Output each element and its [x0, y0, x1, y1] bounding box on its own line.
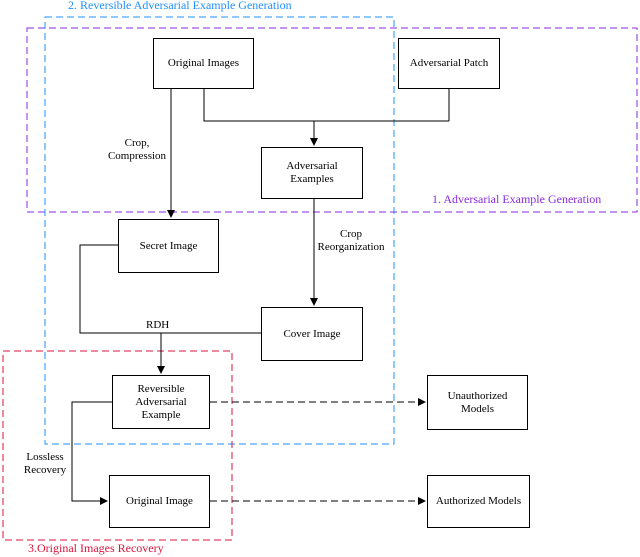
crop-reorganization-label: Crop Reorganization: [316, 228, 386, 254]
unauthorized-models-node: Unauthorized Models: [427, 375, 528, 430]
crop-reorganization-line2: Reorganization: [317, 241, 385, 253]
cover-image-node: Cover Image: [261, 307, 363, 361]
original-image-label: Original Image: [126, 495, 193, 507]
rdh-label: RDH: [146, 319, 170, 331]
region-reversible-generation-title: 2. Reversible Adversarial Example Genera…: [68, 0, 292, 12]
crop-reorganization-line1: Crop: [340, 228, 362, 240]
authorized-models-label: Authorized Models: [435, 495, 522, 507]
crop-compression-label: Crop, Compression: [106, 137, 168, 163]
reversible-adversarial-example-node: Reversible Adversarial Example: [112, 375, 210, 429]
lossless-recovery-line2: Recovery: [23, 464, 67, 476]
region-adversarial-generation-title: 1. Adversarial Example Generation: [432, 192, 602, 206]
edge-original-to-adversarial: [203, 89, 314, 122]
original-images-node: Original Images: [153, 38, 254, 89]
lossless-recovery-label: Lossless Recovery: [20, 451, 70, 477]
region-recovery-title: 3.Original Images Recovery: [28, 541, 164, 555]
authorized-models-node: Authorized Models: [427, 475, 530, 528]
edge-reversible-to-original: [71, 401, 112, 505]
secret-image-label: Secret Image: [139, 239, 198, 252]
edge-secret-to-rdh: [79, 244, 261, 334]
unauthorized-models-label-line2: Models: [461, 402, 494, 415]
cover-image-label: Cover Image: [283, 327, 341, 340]
reversible-adversarial-example-label-line2: Adversarial: [135, 395, 187, 408]
original-images-label: Original Images: [167, 57, 240, 69]
region-reversible-generation-border: [44, 16, 395, 445]
reversible-adversarial-example-label-line1: Reversible: [137, 382, 185, 395]
adversarial-examples-label-line2: Examples: [290, 173, 334, 185]
adversarial-patch-label: Adversarial Patch: [409, 57, 489, 69]
reversible-adversarial-example-label-line3: Example: [141, 408, 181, 421]
region-recovery-border: [2, 350, 233, 541]
region-adversarial-generation-border: [26, 27, 638, 213]
unauthorized-models-label-line1: Unauthorized: [447, 389, 508, 402]
lossless-recovery-line1: Lossless: [26, 451, 64, 463]
adversarial-examples-node: Adversarial Examples: [261, 147, 363, 199]
crop-compression-line2: Compression: [107, 150, 167, 162]
adversarial-examples-label-line1: Adversarial: [286, 160, 338, 172]
adversarial-patch-node: Adversarial Patch: [398, 38, 500, 89]
original-image-node: Original Image: [109, 475, 210, 528]
crop-compression-line1: Crop,: [124, 137, 150, 149]
secret-image-node: Secret Image: [118, 219, 219, 273]
